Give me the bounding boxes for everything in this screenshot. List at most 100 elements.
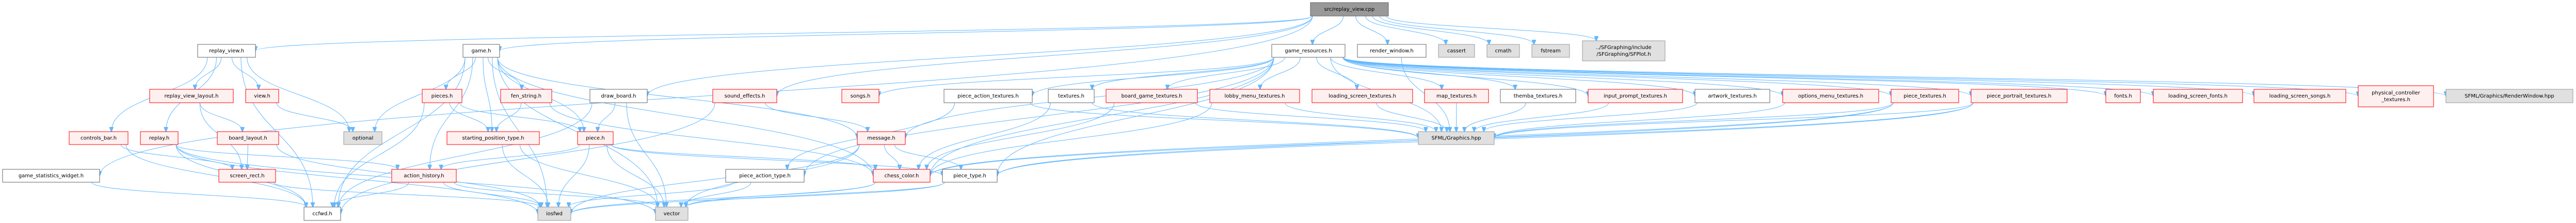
node-action-history-h[interactable]: action_history.h: [391, 169, 457, 183]
edge-piece_textures_h-to-chess_color_h: [930, 102, 1894, 176]
node-sfplot[interactable]: ../SFGraphing/include/SFGraphing/SFPlot.…: [1582, 40, 1666, 61]
node-piece-h[interactable]: piece.h: [577, 131, 614, 145]
node-physical-controller-textures-h[interactable]: physical_controller_textures.h: [2358, 85, 2434, 107]
node-box: [1694, 89, 1770, 103]
node-box: [149, 89, 234, 103]
edge-artwork_textures_h-to-sfml_graphics_hpp: [1484, 102, 1698, 132]
node-renderwindow-hpp[interactable]: SFML/Graphics/RenderWindow.hpp: [2445, 89, 2573, 103]
node-label: vector: [664, 211, 681, 217]
edge-board_game_textures_h-to-sfml_graphics_hpp: [1195, 102, 1426, 132]
edge-message_h-to-chess_color_h: [884, 144, 900, 169]
node-root[interactable]: src/replay_view.cpp: [1310, 2, 1389, 17]
node-loading-screen-textures-h[interactable]: loading_screen_textures.h: [1311, 89, 1413, 103]
node-label: textures.h: [1058, 93, 1084, 99]
edge-replay_view_h-to-view_h: [231, 57, 259, 89]
node-box: [446, 131, 540, 145]
node-game-resources-h[interactable]: game_resources.h: [1271, 44, 1346, 58]
node-input-prompt-textures-h[interactable]: input_prompt_textures.h: [1588, 89, 1683, 103]
node-loading-screen-songs-h[interactable]: loading_screen_songs.h: [2253, 89, 2346, 103]
edge-root-to-draw_board_h: [647, 15, 1313, 96]
edge-board_layout_h-to-screen_rect_h: [247, 144, 248, 169]
node-piece-type-h[interactable]: piece_type.h: [942, 169, 998, 183]
node-label: _textures.h: [2381, 97, 2410, 103]
node-chess-color-h[interactable]: chess_color.h: [873, 169, 931, 183]
node-replay-view-layout-h[interactable]: replay_view_layout.h: [149, 89, 234, 103]
edge-game_resources_h-to-songs_h: [879, 57, 1274, 96]
node-fstream[interactable]: fstream: [1531, 44, 1570, 58]
node-label: game_statistics_widget.h: [19, 173, 84, 179]
node-render-window-h[interactable]: render_window.h: [1357, 44, 1427, 58]
node-starting-position-type-h[interactable]: starting_position_type.h: [446, 131, 540, 145]
node-artwork-textures-h[interactable]: artwork_textures.h: [1694, 89, 1770, 103]
node-view-h[interactable]: view.h: [245, 89, 279, 103]
node-label: optional: [353, 136, 374, 141]
node-label: fen_string.h: [511, 93, 541, 99]
node-replay-h[interactable]: replay.h: [140, 131, 179, 145]
edge-screen_rect_h-to-iosfwd: [273, 182, 540, 207]
node-piece-action-type-h[interactable]: piece_action_type.h: [725, 169, 805, 183]
edge-game_resources_h-to-piece_action_textures_h: [1032, 57, 1274, 96]
node-songs-h[interactable]: songs.h: [841, 89, 879, 103]
node-box: [942, 169, 998, 183]
node-label: replay.h: [149, 136, 169, 141]
edge-game_resources_h-to-piece_action_type_h: [804, 57, 1274, 176]
node-optional[interactable]: optional: [343, 131, 382, 145]
node-message-h[interactable]: message.h: [857, 131, 906, 145]
node-screen-rect-h[interactable]: screen_rect.h: [218, 169, 276, 183]
node-loading-screen-fonts-h[interactable]: loading_screen_fonts.h: [2153, 89, 2243, 103]
node-box: [725, 169, 805, 183]
node-piece-textures-h[interactable]: piece_textures.h: [1891, 89, 1959, 103]
node-label: input_prompt_textures.h: [1604, 93, 1667, 99]
node-fonts-h[interactable]: fonts.h: [2105, 89, 2141, 103]
node-label: iosfwd: [546, 211, 563, 217]
node-controls-bar-h[interactable]: controls_bar.h: [69, 131, 129, 145]
node-box: [537, 206, 571, 221]
node-label: sound_effects.h: [725, 93, 765, 99]
node-box: [577, 131, 614, 145]
node-map-textures-h[interactable]: map_textures.h: [1424, 89, 1489, 103]
node-lobby-menu-textures-h[interactable]: lobby_menu_textures.h: [1209, 89, 1300, 103]
node-options-menu-textures-h[interactable]: options_menu_textures.h: [1782, 89, 1879, 103]
node-box: [1486, 44, 1520, 58]
node-ccfwd-h[interactable]: ccfwd.h: [303, 206, 341, 221]
edge-lobby_menu_textures_h-to-sfml_graphics_hpp: [1285, 102, 1436, 132]
edge-piece_action_type_h-to-vector: [681, 182, 751, 207]
node-draw-board-h[interactable]: draw_board.h: [589, 89, 648, 103]
node-textures-h[interactable]: textures.h: [1048, 89, 1095, 103]
edge-lobby_menu_textures_h-to-chess_color_h: [930, 102, 1212, 176]
node-vector[interactable]: vector: [655, 206, 689, 221]
node-box: [1424, 89, 1489, 103]
node-label: lobby_menu_textures.h: [1225, 93, 1285, 99]
node-label: piece_action_type.h: [739, 173, 791, 179]
node-label: artwork_textures.h: [1708, 93, 1756, 99]
node-label: fonts.h: [2114, 93, 2132, 99]
edge-fen_string_h-to-starting_position_type_h: [497, 102, 522, 132]
node-label: songs.h: [851, 93, 871, 99]
edge-root-to-cassert: [1365, 15, 1446, 44]
node-iosfwd[interactable]: iosfwd: [537, 206, 571, 221]
node-replay-view-h[interactable]: replay_view.h: [197, 44, 256, 58]
node-label: draw_board.h: [601, 93, 636, 99]
node-sfml-graphics-hpp[interactable]: SFML/Graphics.hpp: [1418, 131, 1495, 145]
node-label: loading_screen_textures.h: [1329, 93, 1396, 99]
edge-replay_view_layout_h-to-board_layout_h: [199, 102, 242, 132]
edge-root-to-sfplot: [1386, 15, 1596, 41]
node-board-game-textures-h[interactable]: board_game_textures.h: [1106, 89, 1198, 103]
node-cassert[interactable]: cassert: [1438, 44, 1475, 58]
edge-root-to-replay_view_h: [255, 15, 1313, 51]
node-box: [943, 89, 1033, 103]
node-pieces-h[interactable]: pieces.h: [422, 89, 462, 103]
node-piece-action-textures-h[interactable]: piece_action_textures.h: [943, 89, 1033, 103]
node-game-h[interactable]: game.h: [462, 44, 500, 58]
node-game-statistics-widget-h[interactable]: game_statistics_widget.h: [2, 169, 100, 183]
edge-game_resources_h-to-physical_controller_textures_h: [1342, 57, 2358, 97]
edge-piece_portrait_textures_h-to-sfml_graphics_hpp: [1494, 102, 1974, 138]
node-themba-textures-h[interactable]: themba_textures.h: [1500, 89, 1576, 103]
node-label: starting_position_type.h: [462, 136, 524, 141]
node-cmath[interactable]: cmath: [1486, 44, 1520, 58]
node-board-layout-h[interactable]: board_layout.h: [217, 131, 279, 145]
node-piece-portrait-textures-h[interactable]: piece_portrait_textures.h: [1971, 89, 2068, 103]
node-box: [2445, 89, 2573, 103]
node-fen-string-h[interactable]: fen_string.h: [500, 89, 552, 103]
node-sound-effects-h[interactable]: sound_effects.h: [712, 89, 777, 103]
